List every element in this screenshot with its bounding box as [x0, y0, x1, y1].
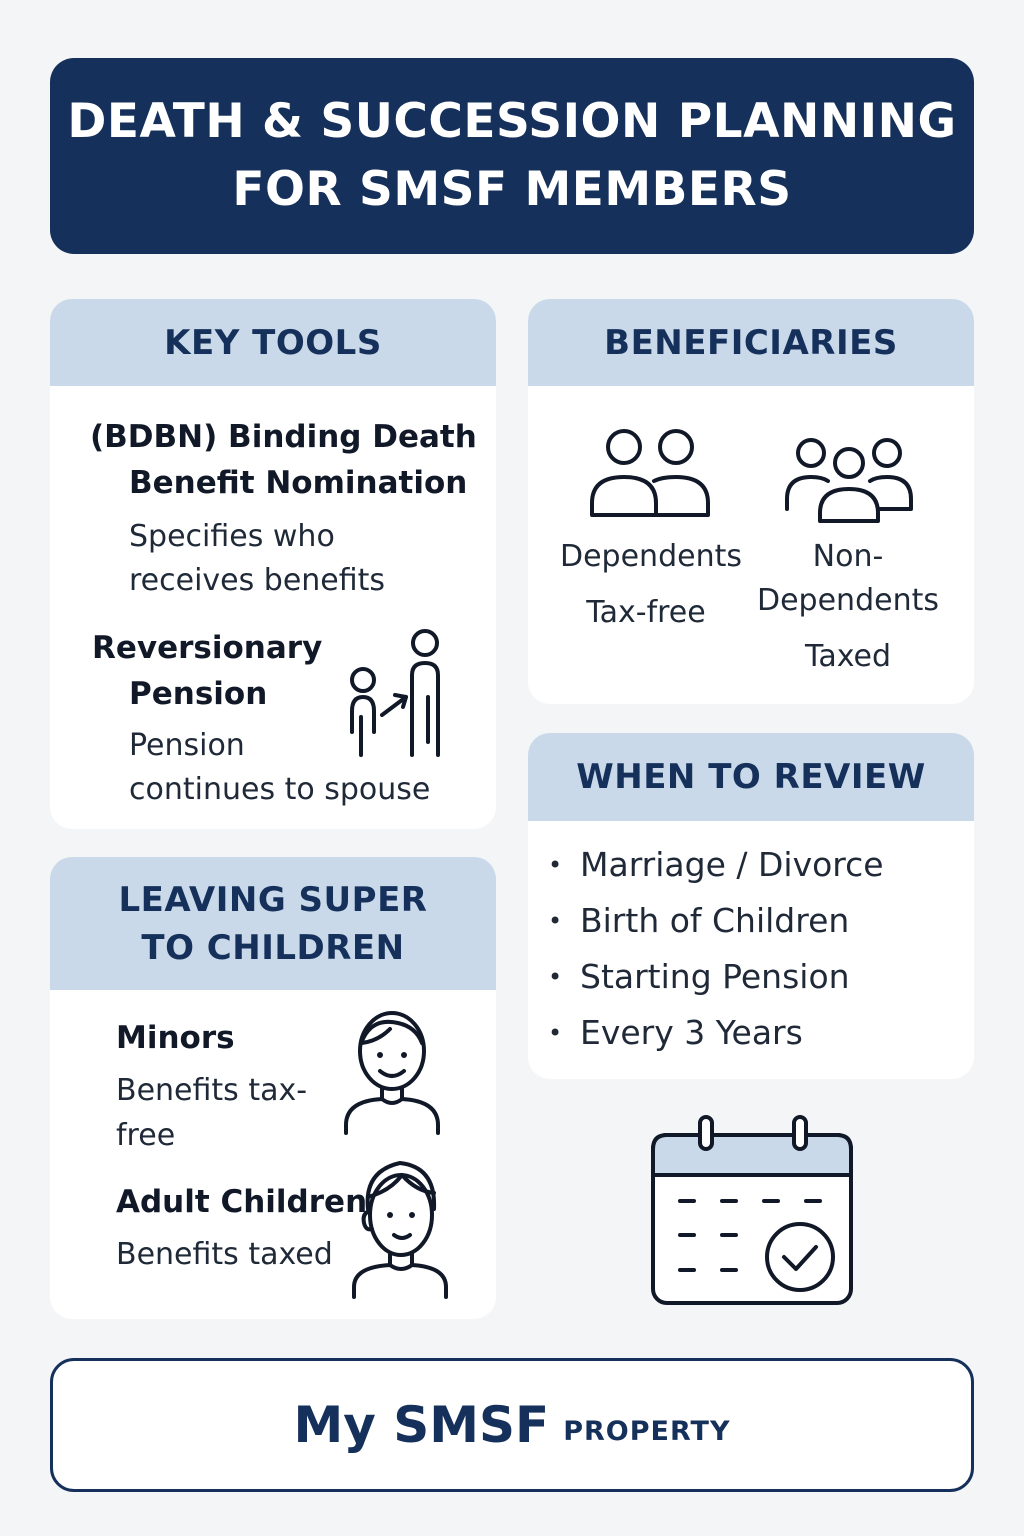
- when-to-review-heading: WHEN TO REVIEW: [528, 733, 974, 821]
- adult-icon: [350, 1157, 450, 1299]
- list-item: Starting Pension: [528, 949, 884, 1005]
- three-people-icon: [784, 435, 914, 525]
- brand-logo-subtext: PROPERTY: [563, 1415, 731, 1447]
- non-dependents-label-line-2: Dependents: [757, 583, 939, 618]
- child-icon: [342, 1003, 442, 1135]
- brand-footer: My SMSF PROPERTY: [50, 1358, 974, 1492]
- dependents-tax: Tax-free: [586, 595, 706, 630]
- list-item: Birth of Children: [528, 893, 884, 949]
- children-heading: LEAVING SUPER TO CHILDREN: [50, 857, 496, 990]
- bdbn-desc-line-1: Specifies who: [129, 519, 335, 554]
- list-item: Marriage / Divorce: [528, 837, 884, 893]
- bdbn-title-line-1: (BDBN) Binding Death: [90, 419, 477, 455]
- key-tools-card: KEY TOOLS (BDBN) Binding Death Benefit N…: [50, 299, 496, 829]
- calendar-check-icon: [650, 1115, 856, 1307]
- dependents-label: Dependents: [560, 539, 742, 574]
- adult-children-desc: Benefits taxed: [116, 1237, 333, 1272]
- reversionary-desc-line-2: continues to spouse: [129, 772, 431, 807]
- reversionary-title-line-1: Reversionary: [92, 630, 323, 666]
- page-title: DEATH & SUCCESSION PLANNING FOR SMSF MEM…: [50, 58, 974, 254]
- brand-logo-text: My SMSF: [293, 1396, 550, 1454]
- key-tools-heading: KEY TOOLS: [50, 299, 496, 386]
- review-list: Marriage / Divorce Birth of Children Sta…: [528, 837, 884, 1061]
- children-card: LEAVING SUPER TO CHILDREN Minors Benefit…: [50, 857, 496, 1319]
- minors-desc-line-2: free: [116, 1118, 176, 1153]
- minors-desc-line-1: Benefits tax-: [116, 1073, 308, 1108]
- beneficiaries-heading: BENEFICIARIES: [528, 299, 974, 386]
- page-title-line-2: FOR SMSF MEMBERS: [232, 162, 792, 217]
- reversionary-desc-line-1: Pension: [129, 728, 245, 763]
- beneficiaries-card: BENEFICIARIES Dependents Tax-free Non- D…: [528, 299, 974, 704]
- bdbn-desc-line-2: receives benefits: [129, 563, 386, 598]
- children-heading-line-2: TO CHILDREN: [141, 927, 405, 968]
- list-item: Every 3 Years: [528, 1005, 884, 1061]
- bdbn-title-line-2: Benefit Nomination: [129, 465, 468, 501]
- two-people-icon: [588, 427, 712, 521]
- minors-title: Minors: [116, 1020, 235, 1056]
- pension-transfer-icon: [340, 627, 450, 762]
- non-dependents-label-line-1: Non-: [812, 539, 884, 574]
- page-title-line-1: DEATH & SUCCESSION PLANNING: [67, 94, 957, 149]
- reversionary-title-line-2: Pension: [129, 676, 268, 712]
- when-to-review-card: WHEN TO REVIEW Marriage / Divorce Birth …: [528, 733, 974, 1079]
- adult-children-title: Adult Children: [116, 1184, 368, 1220]
- children-heading-line-1: LEAVING SUPER: [118, 879, 428, 920]
- non-dependents-tax: Taxed: [804, 639, 892, 674]
